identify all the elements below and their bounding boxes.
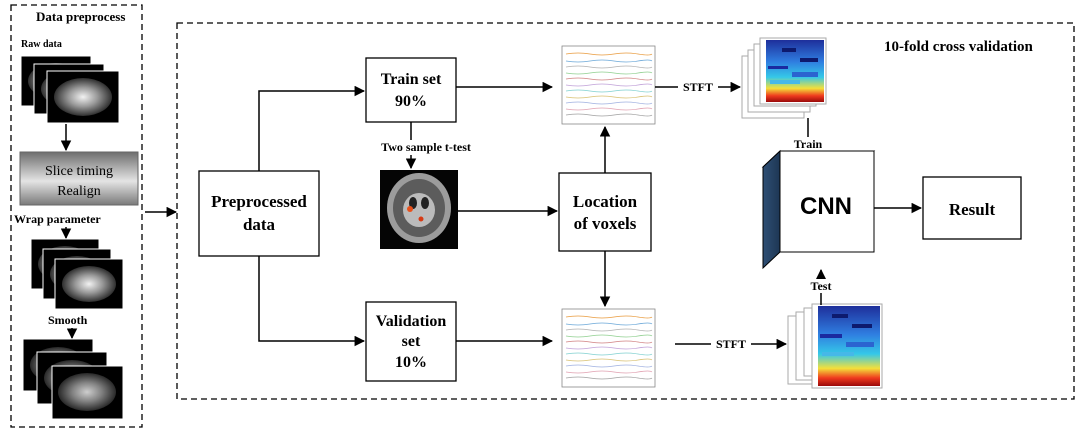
test-label: Test	[811, 279, 832, 293]
location-label-line1: Location	[573, 192, 638, 211]
preprocess-panel	[10, 4, 143, 428]
t-test-label: Two sample t-test	[381, 140, 471, 154]
stft-label-validation: STFT	[716, 337, 746, 351]
location-label-line2: of voxels	[574, 214, 637, 233]
train-set-box	[365, 57, 457, 123]
preprocessed-label-line2: data	[243, 215, 276, 234]
validation-signal-plot	[561, 308, 656, 388]
train-label: Train	[794, 137, 823, 151]
slice-timing-realign-box	[19, 151, 139, 206]
realign-label: Realign	[57, 184, 101, 199]
validation-set-box	[365, 301, 457, 382]
validation-set-label-line1: Validation	[376, 313, 447, 330]
wrap-parameter-label: Wrap parameter	[14, 212, 101, 226]
train-set-label-line1: Train set	[381, 71, 442, 88]
raw-data-label: Raw data	[21, 39, 62, 50]
preprocess-title: Data preprocess	[36, 9, 125, 24]
validation-set-label-line3: 10%	[395, 354, 427, 371]
preprocessed-data-box	[198, 170, 320, 257]
cross-validation-title: 10-fold cross validation	[884, 39, 1034, 55]
result-box	[922, 176, 1022, 240]
cnn-block	[761, 149, 876, 270]
smoothed-brain-stack	[22, 338, 124, 420]
result-label: Result	[949, 200, 996, 219]
warped-brain-stack	[30, 238, 124, 310]
location-of-voxels-box	[558, 172, 652, 252]
raw-data-brain-stack	[20, 55, 120, 124]
slice-timing-label: Slice timing	[45, 164, 113, 179]
train-set-label-line2: 90%	[395, 93, 427, 110]
preprocessed-label-line1: Preprocessed	[211, 192, 307, 211]
train-spectrogram-stack	[741, 37, 827, 119]
validation-spectrogram-stack	[787, 303, 883, 389]
cross-validation-panel	[176, 22, 1075, 400]
brain-scan-image	[380, 170, 458, 249]
stft-label-train: STFT	[683, 80, 713, 94]
train-signal-plot	[561, 45, 656, 125]
smooth-label: Smooth	[48, 313, 88, 327]
validation-set-label-line2: set	[402, 333, 421, 350]
cnn-label: CNN	[800, 193, 852, 220]
